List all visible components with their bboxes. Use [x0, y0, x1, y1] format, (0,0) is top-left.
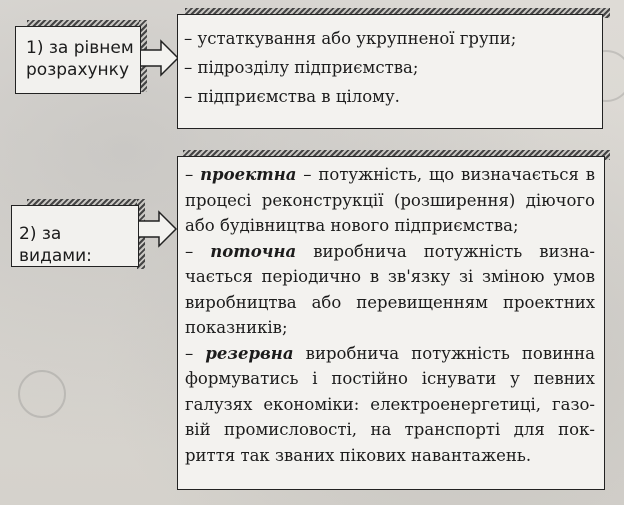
type-entry-line: формуватись і постійно існувати у певних — [185, 369, 595, 388]
type-entry-line: – поточна виробнича потужність визна- — [185, 241, 595, 261]
hollow-arrow-right-icon — [141, 39, 180, 77]
type-entry-line: процесі реконструкції (розширення) діючо… — [185, 190, 595, 210]
level-label-box: 1) за рівнем розрахунку — [15, 26, 141, 94]
content-shadow-hatch — [183, 150, 610, 160]
label-shadow-hatch — [27, 199, 145, 207]
type-entry-line: – резервна виробнича потужність повинна — [185, 343, 595, 363]
type-term: проектна — [200, 165, 297, 184]
content-shadow-hatch — [185, 8, 610, 18]
type-entry-line: показників; — [185, 318, 288, 337]
level-label-line-2: розрахунку — [26, 60, 130, 80]
types-entries-box: – проектна – потужність, що визначається… — [177, 156, 605, 490]
level-item: – устаткування або укрупненої групи; — [184, 29, 517, 48]
types-label-box: 2) за видами: — [11, 205, 139, 267]
type-entry-line: чається періодично в зв'язку зі зміною у… — [185, 267, 595, 286]
level-items-box: – устаткування або укрупненої групи; – п… — [177, 14, 603, 129]
type-term: поточна — [210, 241, 297, 261]
level-label-line-1: 1) за рівнем — [26, 38, 134, 58]
type-entry-line: вій промисловості, на транспорті для пок… — [185, 420, 595, 439]
type-entry-line: виробництва або перевищенням проектних — [185, 292, 595, 312]
label-shadow-hatch — [27, 20, 147, 28]
type-entry-line: або будівництва нового підприємства; — [185, 216, 519, 235]
level-item: – підприємства в цілому. — [184, 87, 400, 106]
bleed-through-circle — [18, 370, 66, 418]
type-entry-line: галузях економіки: електроенергетиці, га… — [185, 394, 595, 414]
hollow-arrow-right-icon — [139, 210, 178, 248]
types-label: 2) за видами: — [19, 224, 92, 266]
type-term: резервна — [205, 343, 294, 363]
type-entry-line: риття так званих пікових навантажень. — [185, 445, 532, 465]
level-item: – підрозділу підприємства; — [184, 58, 419, 77]
type-entry-line: – проектна – потужність, що визначається… — [185, 165, 595, 184]
